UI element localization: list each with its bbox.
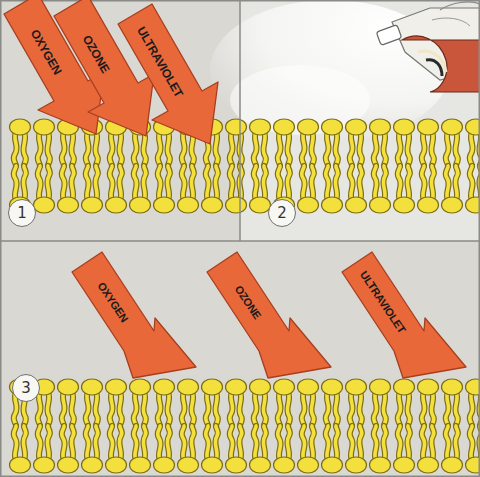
spray-can: [376, 2, 480, 92]
energy-arrow: ULTRAVIOLET: [118, 4, 223, 149]
arrow-shape: [65, 252, 200, 382]
callout-circle: 3: [12, 374, 40, 402]
energy-arrow: OXYGEN: [65, 252, 200, 382]
arrow-shape: [335, 252, 470, 382]
arrow-shape: [200, 252, 335, 382]
callout-number: 3: [21, 381, 31, 396]
panel-divider: [0, 240, 480, 242]
callout-circle: 1: [8, 199, 36, 227]
callout-number: 1: [17, 206, 27, 221]
callout-circle: 2: [268, 199, 296, 227]
energy-arrow: OZONE: [200, 252, 335, 382]
panel-background: [0, 241, 480, 477]
energy-arrow: ULTRAVIOLET: [335, 252, 470, 382]
lipid-membrane: [8, 118, 480, 214]
lipid-membrane: [8, 378, 480, 474]
panel-divider: [239, 0, 241, 241]
callout-number: 2: [277, 206, 287, 221]
